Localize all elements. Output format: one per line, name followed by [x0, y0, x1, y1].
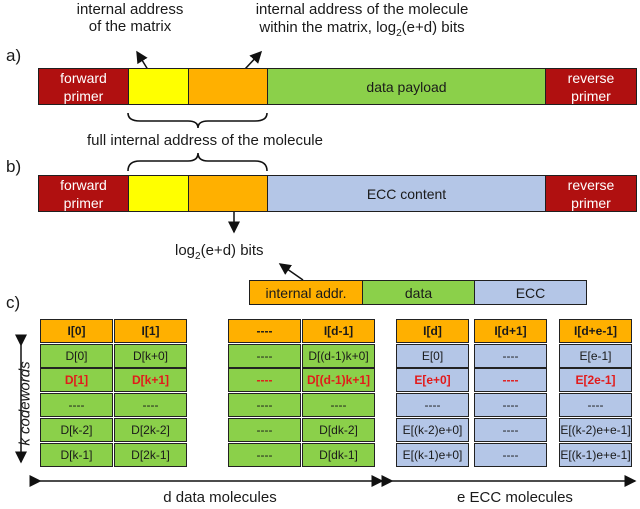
ecc-symbol-cell: ----: [474, 418, 547, 442]
matrix-address-note: internal address of the matrix: [76, 1, 184, 35]
ecc-symbol-cell: E[(k-2)e+0]: [396, 418, 469, 442]
row-a-data-payload: data payload: [267, 68, 546, 105]
data-symbol-cell: D[k+1]: [114, 368, 187, 392]
data-symbol-cell: D[1]: [40, 368, 113, 392]
ecc-symbol-cell: ----: [474, 344, 547, 368]
ecc-symbol-cell: ----: [396, 393, 469, 417]
full-address-label: full internal address of the molecule: [87, 132, 323, 149]
molecule-address-note-line1: internal address of the molecule: [255, 1, 469, 18]
row-b-label: b): [6, 157, 22, 176]
row-c-label: c): [6, 293, 21, 312]
molecule-address-note-line2: within the matrix, log2(e+d) bits: [259, 19, 465, 39]
row-b-bits-label: log2(e+d) bits: [175, 242, 264, 262]
legend-data: data: [362, 280, 475, 305]
row-a-reverse-primer: reverse primer: [545, 68, 637, 105]
legend-arrow: [278, 263, 304, 281]
ecc-symbol-cell: ----: [474, 368, 547, 392]
data-symbol-cell: ----: [228, 393, 301, 417]
row-a-matrix-address-segment: [128, 68, 189, 105]
molecule-header: I[d+1]: [474, 319, 547, 343]
row-b-molecule-address-segment: [188, 175, 268, 212]
data-symbol-cell: D[0]: [40, 344, 113, 368]
ecc-symbol-cell: E[e-1]: [559, 344, 632, 368]
row-b-forward-primer: forward primer: [38, 175, 129, 212]
row-a-label: a): [6, 46, 22, 65]
data-symbol-cell: D[2k-1]: [114, 443, 187, 467]
molecule-header: ----: [228, 319, 301, 343]
legend-address-label: internal addr.: [265, 284, 347, 301]
ecc-symbol-cell: E[(k-1)e+e-1]: [559, 443, 632, 467]
full-address-brace-b: [127, 152, 268, 172]
molecule-header: I[1]: [114, 319, 187, 343]
data-symbol-cell: D[dk-1]: [302, 443, 375, 467]
row-b-ecc-content: ECC content: [267, 175, 546, 212]
row-a-reverse-primer-label: reverse primer: [567, 70, 615, 104]
data-symbol-cell: D[k-1]: [40, 443, 113, 467]
row-a-data-payload-label: data payload: [366, 78, 447, 95]
full-address-brace: [127, 112, 268, 129]
data-symbol-cell: D[(d-1)k+1]: [302, 368, 375, 392]
data-symbol-cell: ----: [302, 393, 375, 417]
data-symbol-cell: D[dk-2]: [302, 418, 375, 442]
ecc-symbol-cell: E[(k-2)e+e-1]: [559, 418, 632, 442]
row-b-reverse-primer: reverse primer: [545, 175, 637, 212]
molecule-header: I[d-1]: [302, 319, 375, 343]
row-a-forward-primer: forward primer: [38, 68, 129, 105]
data-symbol-cell: ----: [228, 418, 301, 442]
ecc-symbol-cell: E[2e-1]: [559, 368, 632, 392]
ecc-symbol-cell: ----: [474, 443, 547, 467]
row-a-molecule-address-segment: [188, 68, 268, 105]
data-symbol-cell: ----: [228, 368, 301, 392]
data-symbol-cell: D[k+0]: [114, 344, 187, 368]
legend-ecc-label: ECC: [515, 284, 546, 301]
ecc-symbol-cell: E[(k-1)e+0]: [396, 443, 469, 467]
ecc-symbol-cell: E[0]: [396, 344, 469, 368]
row-b-reverse-primer-label: reverse primer: [567, 177, 615, 211]
row-b-matrix-address-segment: [128, 175, 189, 212]
molecule-header: I[0]: [40, 319, 113, 343]
ecc-symbol-cell: E[e+0]: [396, 368, 469, 392]
legend-data-label: data: [404, 284, 433, 301]
ecc-molecules-label: e ECC molecules: [457, 489, 573, 506]
data-symbol-cell: ----: [40, 393, 113, 417]
legend-ecc: ECC: [474, 280, 587, 305]
data-symbol-cell: D[(d-1)k+0]: [302, 344, 375, 368]
codewords-label: k codewords: [16, 361, 34, 446]
data-molecules-label: d data molecules: [163, 489, 277, 506]
data-symbol-cell: ----: [228, 344, 301, 368]
row-a-forward-primer-label: forward primer: [60, 70, 107, 104]
ecc-symbol-cell: ----: [559, 393, 632, 417]
molecule-header: I[d+e-1]: [559, 319, 632, 343]
data-symbol-cell: D[k-2]: [40, 418, 113, 442]
legend-address: internal addr.: [249, 280, 363, 305]
data-symbol-cell: ----: [228, 443, 301, 467]
molecule-header: I[d]: [396, 319, 469, 343]
ecc-symbol-cell: ----: [474, 393, 547, 417]
data-symbol-cell: ----: [114, 393, 187, 417]
data-symbol-cell: D[2k-2]: [114, 418, 187, 442]
row-b-ecc-content-label: ECC content: [366, 185, 447, 202]
row-b-forward-primer-label: forward primer: [60, 177, 107, 211]
